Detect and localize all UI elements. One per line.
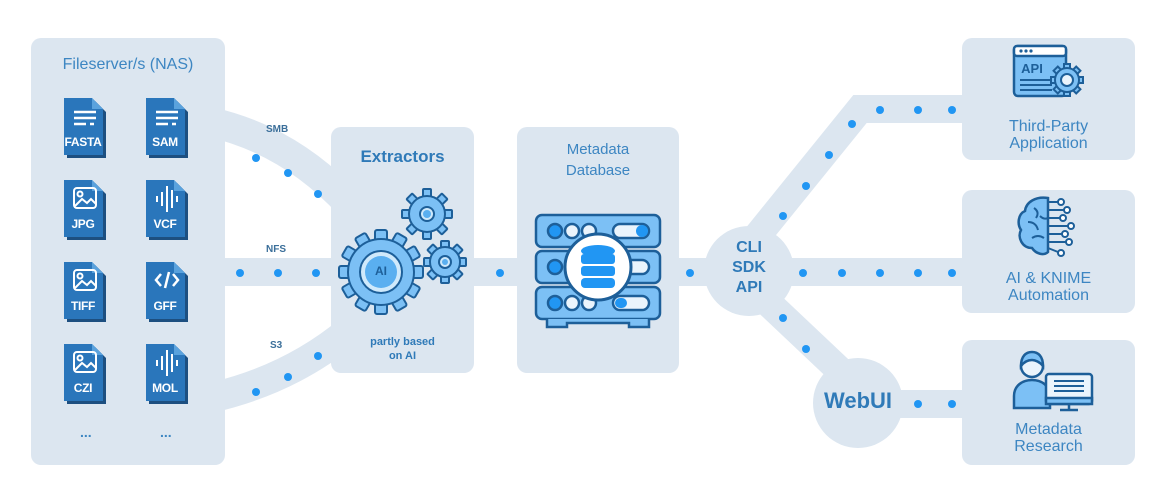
api-window-icon: API bbox=[1012, 44, 1084, 98]
flow-dot bbox=[779, 212, 787, 220]
api-text-glyph: API bbox=[1021, 61, 1043, 76]
flow-dot bbox=[779, 314, 787, 322]
file-type-tiff: TIFF bbox=[62, 260, 108, 322]
file-type-label: MOL bbox=[152, 381, 178, 395]
ai-knime-label-2: Automation bbox=[1008, 287, 1089, 304]
hub-sdk: SDK bbox=[732, 259, 766, 276]
file-type-vcf: VCF bbox=[144, 178, 190, 240]
ai-knime-panel: AI & KNIME Automation bbox=[962, 190, 1135, 313]
more-files-right: ... bbox=[160, 424, 172, 440]
metadata-research-label-2: Research bbox=[1014, 438, 1083, 455]
extractors-subtitle-1: partly based bbox=[370, 336, 435, 348]
api-gear-icon bbox=[1050, 63, 1084, 97]
brain-circuit-icon bbox=[1017, 196, 1075, 257]
ai-knime-label-1: AI & KNIME bbox=[1005, 270, 1092, 287]
flow-dot bbox=[496, 269, 504, 277]
webui-label: WebUI bbox=[823, 388, 893, 413]
third-party-label-1: Third-Party bbox=[1008, 118, 1089, 135]
hub-cli: CLI bbox=[736, 239, 762, 256]
image-icon bbox=[64, 344, 106, 404]
flow-dot bbox=[948, 269, 956, 277]
flow-dot bbox=[312, 269, 320, 277]
researcher-at-monitor-icon bbox=[1012, 350, 1094, 412]
file-type-fasta: FASTA bbox=[62, 96, 108, 158]
webui-circle bbox=[813, 358, 903, 448]
flow-dot bbox=[252, 154, 260, 162]
extractors-subtitle-2: on AI bbox=[388, 350, 417, 362]
database-title-1: Metadata bbox=[566, 141, 630, 158]
flow-dot bbox=[802, 345, 810, 353]
ai-gear-badge: AI bbox=[375, 264, 387, 278]
gears-icon bbox=[338, 188, 467, 315]
image-icon bbox=[64, 262, 106, 322]
file-type-czi: CZI bbox=[62, 342, 108, 404]
text-lines-icon bbox=[64, 98, 106, 158]
file-type-label: TIFF bbox=[70, 299, 96, 313]
extractor-db-connector bbox=[470, 258, 520, 286]
flow-dot bbox=[948, 106, 956, 114]
flow-dot bbox=[802, 182, 810, 190]
file-type-label: SAM bbox=[152, 135, 178, 149]
hub-circle bbox=[704, 226, 794, 316]
file-type-label: VCF bbox=[153, 217, 177, 231]
small-gear-icon bbox=[401, 188, 453, 240]
third-party-panel: API Third-Party Application bbox=[962, 38, 1135, 160]
hub-thirdparty-connector bbox=[739, 95, 965, 254]
flow-dot bbox=[252, 388, 260, 396]
metadata-research-label-1: Metadata bbox=[1015, 421, 1082, 438]
file-type-sam: SAM bbox=[144, 96, 190, 158]
file-type-label: FASTA bbox=[64, 135, 102, 149]
small-gear-icon bbox=[423, 240, 467, 284]
flow-dot bbox=[236, 269, 244, 277]
file-type-jpg: JPG bbox=[62, 178, 108, 240]
database-cylinder-icon bbox=[581, 245, 615, 288]
flow-dot bbox=[876, 106, 884, 114]
database-panel: Metadata Database bbox=[517, 127, 679, 373]
file-type-mol: MOL bbox=[144, 342, 190, 404]
hub-api: API bbox=[735, 279, 763, 296]
flow-dot bbox=[825, 151, 833, 159]
extractors-panel: Extractors bbox=[331, 127, 474, 373]
hub-label: CLI SDK API bbox=[719, 238, 779, 298]
code-icon bbox=[146, 262, 188, 322]
file-type-label: GFF bbox=[153, 299, 177, 313]
file-type-label: CZI bbox=[73, 381, 93, 395]
large-gear-icon bbox=[338, 229, 424, 315]
protocol-s3-label: S3 bbox=[270, 340, 283, 351]
protocol-smb-label: SMB bbox=[266, 124, 289, 135]
more-files-left: ... bbox=[80, 424, 92, 440]
flow-dot bbox=[838, 269, 846, 277]
flow-dot bbox=[948, 400, 956, 408]
flow-dot bbox=[848, 120, 856, 128]
flow-dot bbox=[284, 373, 292, 381]
metadata-research-panel: Metadata Research bbox=[962, 340, 1135, 465]
text-lines-icon bbox=[146, 98, 188, 158]
flow-dot bbox=[914, 400, 922, 408]
extractors-title: Extractors bbox=[360, 147, 445, 166]
flow-dot bbox=[686, 269, 694, 277]
waveform-icon bbox=[146, 180, 188, 240]
waveform-icon bbox=[146, 344, 188, 404]
flow-dot bbox=[314, 352, 322, 360]
flow-dot bbox=[799, 269, 807, 277]
file-type-label: JPG bbox=[71, 217, 95, 231]
database-title-2: Database bbox=[565, 162, 631, 179]
flow-dots bbox=[236, 106, 956, 408]
flow-dot bbox=[314, 190, 322, 198]
protocol-nfs-label: NFS bbox=[266, 244, 286, 255]
flow-dot bbox=[876, 269, 884, 277]
flow-dot bbox=[914, 269, 922, 277]
fileserver-panel: Fileserver/s (NAS) bbox=[31, 38, 225, 465]
fileserver-title: Fileserver/s (NAS) bbox=[62, 56, 194, 73]
file-type-gff: GFF bbox=[144, 260, 190, 322]
flow-dot bbox=[274, 269, 282, 277]
database-server-icon bbox=[534, 213, 662, 329]
third-party-label-2: Application bbox=[1009, 135, 1088, 152]
flow-dot bbox=[284, 169, 292, 177]
flow-dot bbox=[914, 106, 922, 114]
image-icon bbox=[64, 180, 106, 240]
